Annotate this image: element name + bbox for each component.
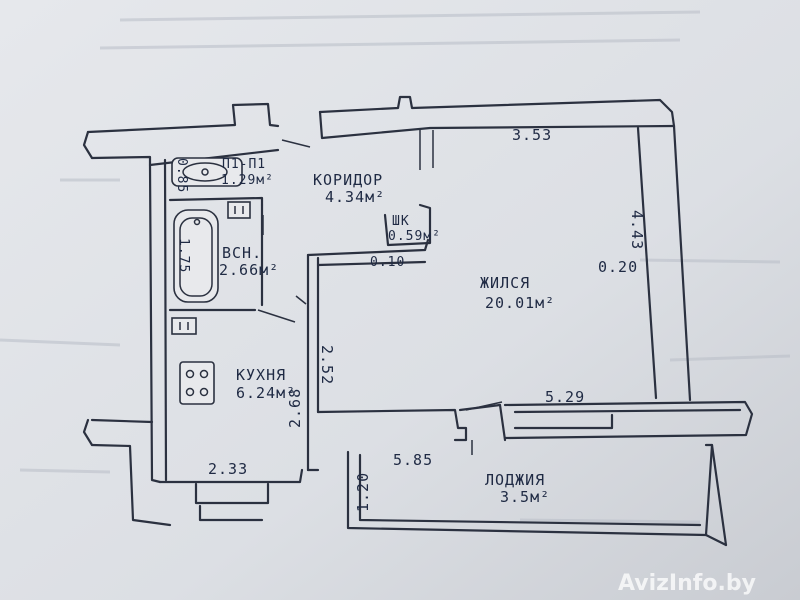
dim-kitchen-width: 2.33 <box>208 460 248 478</box>
dim-right-height: 4.43 <box>628 210 646 250</box>
faint-background-text <box>0 10 791 524</box>
kitchen-sink-fixture <box>171 317 197 335</box>
room-area-bathroom: 2.66м² <box>219 261 279 279</box>
room-name-corridor: КОРИДОР <box>313 171 383 189</box>
dim-closet-offset: 0.10 <box>370 255 405 270</box>
dim-bath-width: 0.85 <box>174 158 189 193</box>
stove-fixture <box>179 361 215 405</box>
room-area-living: 20.01м² <box>485 294 555 312</box>
room-labels: П1-П1 1.29м² КОРИДОР 4.34м² ШК 0.59м² ВС… <box>219 157 555 506</box>
room-name-kitchen: КУХНЯ <box>236 366 286 384</box>
bathtub-fixture <box>173 209 219 303</box>
bathroom-sink-fixture <box>227 201 251 219</box>
room-name-loggia: ЛОДЖИЯ <box>485 471 545 489</box>
dim-kitchen-wall: 2.52 <box>318 345 336 385</box>
room-name-wc: П1-П1 <box>222 157 266 172</box>
room-name-living: ЖИЛСЯ <box>480 274 530 292</box>
dim-window-width: 5.29 <box>545 388 585 406</box>
room-name-closet: ШК <box>392 214 410 229</box>
dim-loggia-depth: 1.20 <box>354 472 372 512</box>
dim-tub-length: 1.75 <box>176 238 191 273</box>
exterior-walls <box>82 95 754 547</box>
watermark-text: AvizInfo.by <box>618 571 756 596</box>
dim-loggia-width: 5.85 <box>393 451 433 469</box>
room-area-wc: 1.29м² <box>221 173 274 188</box>
room-area-loggia: 3.5м² <box>500 488 550 506</box>
dim-kitchen-height: 2.68 <box>286 388 304 428</box>
room-area-kitchen: 6.24м² <box>236 384 296 402</box>
room-area-closet: 0.59м² <box>388 229 441 244</box>
dimension-labels: 3.53 4.43 0.20 0.10 0.85 1.75 2.52 2.68 … <box>174 126 646 512</box>
dim-top-width: 3.53 <box>512 126 552 144</box>
dim-wall-thickness: 0.20 <box>598 258 638 276</box>
room-name-bathroom: ВСН. <box>222 244 262 262</box>
interior-walls <box>168 130 507 472</box>
fixtures <box>171 157 251 405</box>
room-area-corridor: 4.34м² <box>325 188 385 206</box>
